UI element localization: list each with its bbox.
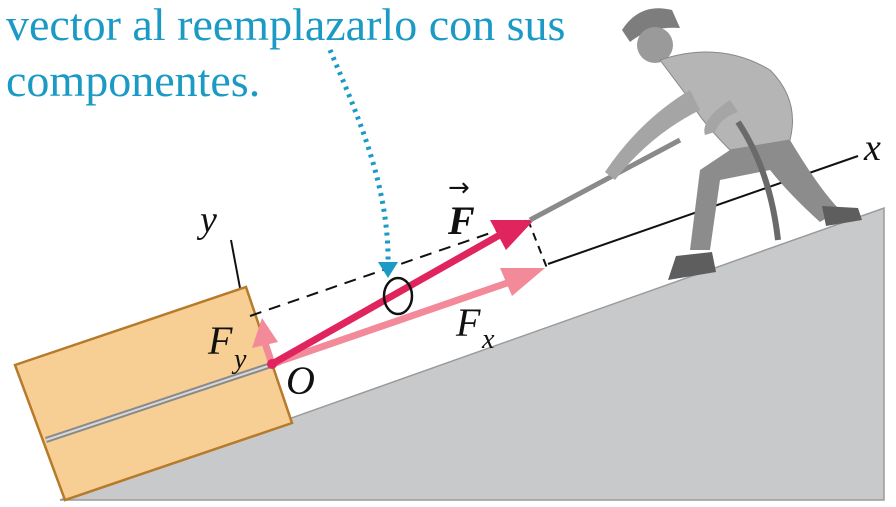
caption-line-2: componentes. bbox=[6, 55, 261, 106]
fy-arrowhead bbox=[252, 318, 278, 348]
origin-dot bbox=[267, 359, 277, 369]
force-f-label: F bbox=[447, 198, 475, 243]
fy-label: F bbox=[207, 318, 233, 363]
force-f-arrowhead bbox=[490, 220, 534, 250]
fx-subscript: x bbox=[481, 324, 495, 355]
dotted-pointer-head bbox=[378, 262, 398, 278]
fx-component-arrow bbox=[270, 278, 512, 368]
fx-arrowhead bbox=[500, 268, 545, 296]
fx-label: F bbox=[455, 300, 481, 345]
origin-label: O bbox=[286, 358, 315, 403]
fy-subscript: y bbox=[231, 344, 247, 375]
dotted-pointer bbox=[327, 49, 391, 269]
caption-line-1: vector al reemplazarlo con sus bbox=[6, 0, 566, 50]
worker-figure bbox=[605, 8, 862, 280]
y-axis-label: y bbox=[196, 199, 217, 241]
crate-rope-highlight bbox=[45, 361, 281, 441]
force-f-arrow bbox=[270, 228, 507, 368]
y-axis-line bbox=[230, 239, 241, 289]
x-axis-label: x bbox=[863, 127, 881, 169]
replacement-marker-ellipse bbox=[382, 276, 414, 316]
pull-rope bbox=[528, 137, 682, 223]
dashed-line-right bbox=[527, 219, 548, 269]
force-f-arrow-symbol: → bbox=[448, 173, 470, 203]
crate bbox=[13, 285, 294, 502]
